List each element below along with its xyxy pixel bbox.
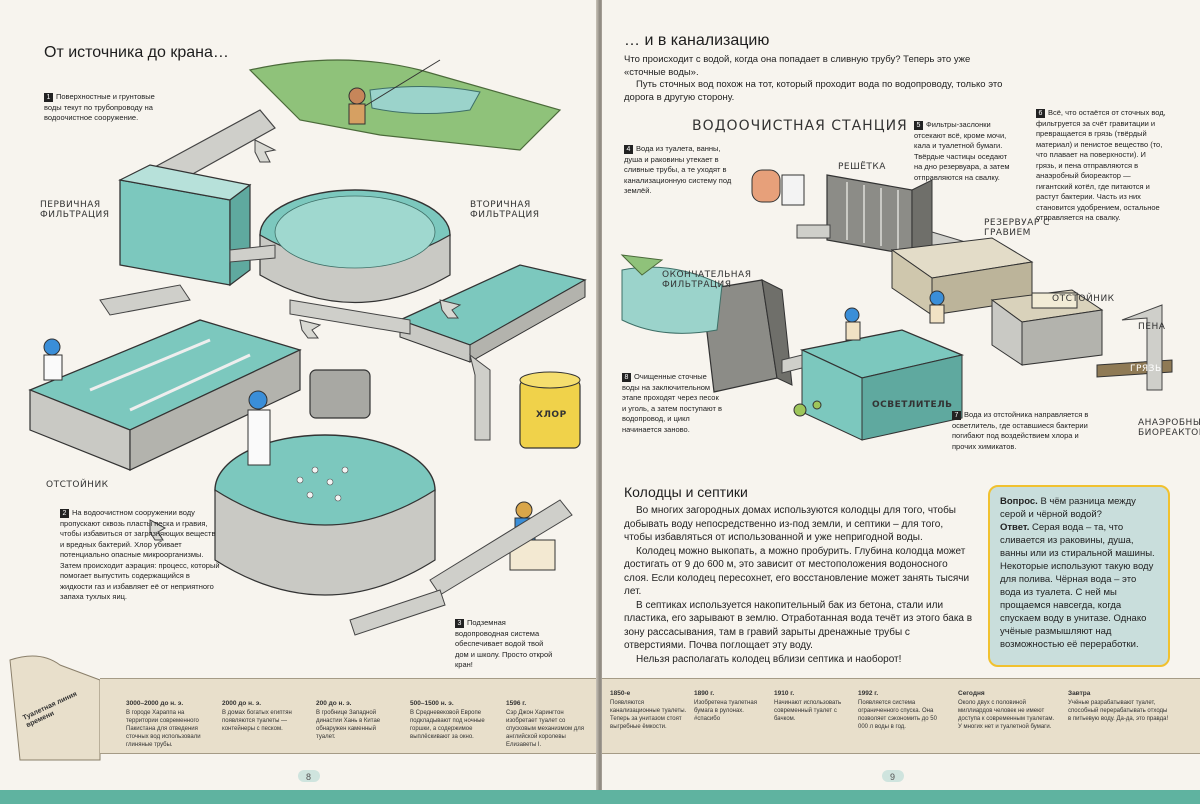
step-number: 5 — [914, 121, 923, 130]
timeline-year: Завтра — [1068, 690, 1091, 697]
qa-question-text: В чём разница между серой и чёрной водой… — [1000, 496, 1136, 520]
page-number-pill — [882, 770, 904, 782]
label-settler-left: отстойник — [46, 480, 109, 490]
label-chlorine: хлор — [536, 410, 567, 420]
timeline-item: 1596 г. Сэр Джон Харингтон изобретает туа… — [506, 700, 588, 749]
timeline-item: 1992 г. Появляется система ограниченного … — [858, 690, 948, 731]
label-primary-filtration: первичная фильтрация — [40, 200, 110, 220]
page-title-left: От источника до крана… — [44, 44, 229, 61]
wells-title: Колодцы и септики — [624, 484, 748, 500]
step-text: Всё, что остаётся от сточных вод, фильтр… — [1036, 108, 1166, 222]
page-number-pill — [298, 770, 320, 782]
label-final-filtration: окончательная фильтрация — [662, 270, 752, 290]
step-number: 4 — [624, 145, 633, 154]
qa-answer-text: Серая вода – та, что сливается из ракови… — [1000, 522, 1155, 650]
timeline-year: 1850-е — [610, 690, 631, 697]
intro-paragraph: Что происходит с водой, когда она попада… — [624, 54, 971, 78]
timeline-year: 3000–2000 до н. э. — [126, 700, 184, 707]
wells-paragraph: Колодец можно выкопать, а можно пробурит… — [624, 545, 970, 598]
timeline-item: 500–1500 н. э. В Средневековой Европе под… — [410, 700, 492, 741]
label-dirt: грязь — [1130, 364, 1162, 374]
timeline-year: 1992 г. — [858, 690, 879, 697]
timeline-item: 3000–2000 до н. э. В городе Хараппа на те… — [126, 700, 208, 749]
timeline-text: Появляются канализационные туалеты. Тепе… — [610, 700, 687, 730]
timeline-item: 1890 г. Изобретена туалетная бумага в рул… — [694, 690, 768, 723]
timeline-text: В гробнице Западной династии Хань в Кита… — [316, 710, 381, 740]
book-spine — [596, 0, 604, 804]
timeline-year: 1910 г. — [774, 690, 795, 697]
step-number: 2 — [60, 509, 69, 518]
step-text: Подземная водопроводная система обеспечи… — [455, 618, 553, 669]
timeline-text: В домах богатых египтян появляются туале… — [222, 710, 292, 732]
timeline-item: 200 до н. э. В гробнице Западной династии… — [316, 700, 396, 741]
step-text: Поверхностные и грунтовые воды текут по … — [44, 92, 155, 122]
bottom-color-band — [0, 790, 1200, 804]
step-number: 3 — [455, 619, 464, 628]
label-gravel-tank: резервуар с гравием — [984, 218, 1050, 238]
qa-box: Вопрос. В чём разница между серой и чёрн… — [988, 485, 1170, 667]
page-number-right: 9 — [890, 772, 896, 782]
step-text: Вода из отстойника направляется в осветл… — [952, 410, 1089, 451]
timeline-text: Начинают использовать современный туалет… — [774, 700, 842, 722]
timeline-text: Сэр Джон Харингтон изобретает туалет со … — [506, 710, 585, 748]
right-page: … и в канализацию Что происходит с водой… — [602, 0, 1200, 795]
step-text: На водоочистном сооружении воду пропуска… — [60, 508, 220, 601]
sewage-plant-illustration — [620, 169, 1173, 441]
timeline-text: Около двух с половиной миллиардов челове… — [958, 700, 1055, 730]
label-screen: решётка — [838, 162, 886, 172]
left-page: От источника до крана… — [0, 0, 598, 795]
timeline-year: 2000 до н. э. — [222, 700, 262, 707]
wells-paragraph: В септиках используется накопительный ба… — [624, 599, 973, 652]
timeline-year: 1890 г. — [694, 690, 715, 697]
water-plant-illustration — [9, 59, 587, 761]
station-title: водоочистная станция — [692, 118, 908, 134]
timeline-year: 1596 г. — [506, 700, 527, 707]
step-text: Очищенные сточные воды на заключительном… — [622, 372, 722, 434]
label-foam: пена — [1138, 322, 1166, 332]
timeline-text: В Средневековой Европе подкладывают под … — [410, 710, 485, 740]
qa-answer-label: Ответ. — [1000, 522, 1030, 533]
page-number-left: 8 — [306, 772, 312, 782]
timeline-strip-left — [100, 678, 598, 754]
step-number: 8 — [622, 373, 631, 382]
step-number: 6 — [1036, 109, 1045, 118]
timeline-text: Изобретена туалетная бумага в рулонах. #… — [694, 700, 757, 722]
timeline-text: Учёные разрабатывают туалет, способный п… — [1068, 700, 1169, 722]
intro-text: Что происходит с водой, когда она попада… — [624, 54, 1004, 104]
wells-paragraph: Нельзя располагать колодец вблизи септик… — [636, 653, 902, 665]
timeline-text: В городе Хараппа на территории современн… — [126, 710, 201, 748]
step-number: 7 — [952, 411, 961, 420]
wells-paragraph: Во многих загородных домах используются … — [624, 505, 956, 543]
timeline-item: 2000 до н. э. В домах богатых египтян поя… — [222, 700, 302, 733]
label-settler-right: отстойник — [1052, 294, 1115, 304]
step-number: 1 — [44, 93, 53, 102]
wells-text: Во многих загородных домах используются … — [624, 504, 974, 666]
timeline-year: 200 до н. э. — [316, 700, 352, 707]
label-secondary-filtration: вторичная фильтрация — [470, 200, 540, 220]
step-text: Вода из туалета, ванны, душа и раковины … — [624, 144, 732, 195]
timeline-year: Сегодня — [958, 690, 985, 697]
qa-question-label: Вопрос. — [1000, 496, 1038, 507]
timeline-year: 500–1500 н. э. — [410, 700, 454, 707]
timeline-text: Появляется система ограниченного спуска.… — [858, 700, 937, 730]
step-text: Фильтры-заслонки отсекают всё, кроме моч… — [914, 120, 1010, 182]
label-clarifier: осветлитель — [872, 400, 953, 410]
page-title-right: … и в канализацию — [624, 32, 770, 49]
timeline-strip-right — [602, 678, 1200, 754]
timeline-item: 1910 г. Начинают использовать современный… — [774, 690, 850, 723]
label-bioreactor: анаэробный биореактор — [1138, 418, 1200, 438]
intro-paragraph: Путь сточных вод похож на тот, который п… — [624, 79, 1003, 103]
